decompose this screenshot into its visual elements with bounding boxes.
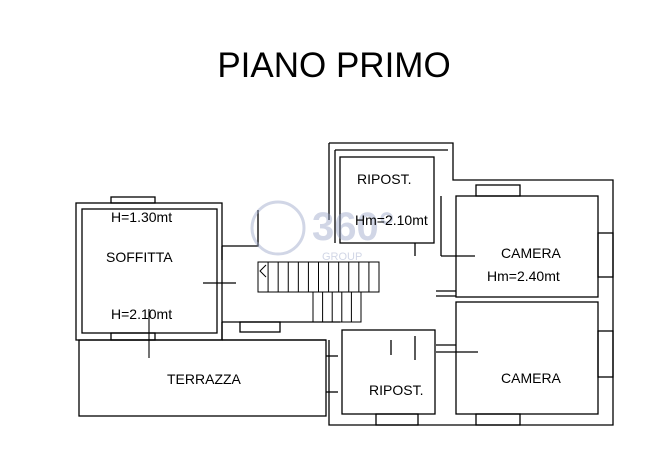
camera-top-height: Hm=2.40mt <box>487 268 560 284</box>
soffitta-height-bottom: H=2.10mt <box>111 306 172 322</box>
window-ripost-bottom <box>375 413 419 426</box>
stair-flight-bottom <box>312 291 362 323</box>
watermark: 360° GROUP <box>250 200 395 263</box>
soffitta-label: SOFFITTA <box>106 249 173 265</box>
wall-stair-top <box>222 210 259 247</box>
wall-ripost-bottom <box>341 329 436 415</box>
window-soffitta <box>110 196 156 204</box>
stair-steps-top <box>267 262 370 292</box>
camera-top-label: CAMERA <box>501 245 562 261</box>
soffitta-height-top: H=1.30mt <box>111 209 172 225</box>
camera-bottom-label: CAMERA <box>501 370 562 386</box>
walls <box>75 142 614 426</box>
watermark-logo: 360° <box>312 205 395 249</box>
staircase <box>257 261 380 323</box>
wall-camera-bottom <box>455 301 599 415</box>
ripost-top-height: Hm=2.10mt <box>355 212 428 228</box>
wall-terrazza <box>78 339 327 417</box>
window-camera-top <box>475 184 521 197</box>
ripost-bottom-label: RIPOST. <box>369 382 423 398</box>
window-camera-bottom-east <box>597 330 614 378</box>
stair-arrow-icon <box>259 264 267 278</box>
window-camera-top-east <box>597 232 614 278</box>
watermark-ring-icon <box>250 200 306 256</box>
window-corridor <box>239 321 281 333</box>
terrazza-label: TERRAZZA <box>167 371 242 387</box>
wall-main-outer <box>328 142 614 426</box>
wall-ripost-top <box>339 156 435 244</box>
window-soffitta-bottom <box>110 332 156 341</box>
watermark-sub: GROUP <box>322 251 362 263</box>
stair-steps-bottom <box>322 292 352 322</box>
page-title: PIANO PRIMO <box>217 46 450 85</box>
window-camera-bottom <box>475 413 521 426</box>
ripost-top-label: RIPOST. <box>357 171 411 187</box>
